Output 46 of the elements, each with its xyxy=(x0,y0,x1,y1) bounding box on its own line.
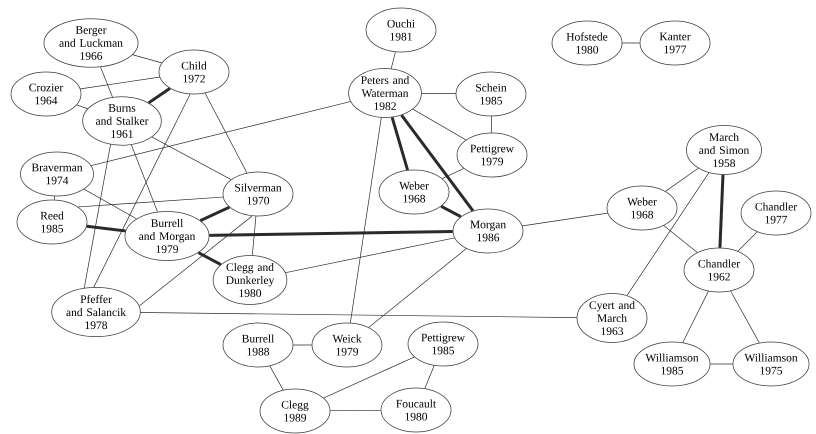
connector-line xyxy=(132,54,162,64)
connector-line xyxy=(76,104,88,110)
connector-line xyxy=(131,144,158,212)
connector-line xyxy=(84,188,137,220)
connector-line xyxy=(84,144,111,288)
connector-line xyxy=(285,238,455,274)
connector-line xyxy=(198,251,222,266)
connector-line xyxy=(139,216,252,306)
connector-line xyxy=(80,76,160,90)
connector-line xyxy=(330,410,381,412)
connector-line xyxy=(293,344,312,346)
connector-line xyxy=(200,206,230,222)
connector-line xyxy=(491,116,492,133)
connector-line xyxy=(252,216,256,256)
connector-line xyxy=(522,212,608,226)
connector-line xyxy=(350,117,382,324)
connector-line xyxy=(269,366,284,390)
connector-line xyxy=(412,108,466,140)
connector-line xyxy=(390,117,409,170)
connector-line xyxy=(152,136,232,180)
connector-line xyxy=(730,290,760,344)
connector-line xyxy=(682,290,709,343)
connector-line xyxy=(622,42,640,44)
connector-line xyxy=(440,205,462,218)
connector-line xyxy=(209,230,453,237)
connector-line xyxy=(204,92,248,174)
connector-line xyxy=(78,196,224,208)
connector-line xyxy=(148,87,171,104)
connector-line xyxy=(90,101,351,166)
connector-line xyxy=(93,94,190,288)
connector-line xyxy=(665,168,699,192)
connector-line xyxy=(368,248,467,328)
connector-line xyxy=(390,52,396,69)
connector-line xyxy=(323,356,415,398)
connector-line xyxy=(54,196,56,200)
connector-line xyxy=(738,232,758,252)
connector-line xyxy=(626,172,710,296)
connector-line xyxy=(86,224,126,232)
connector-line xyxy=(140,312,577,318)
connector-line xyxy=(421,93,456,94)
connector-line xyxy=(400,114,474,212)
connector-line xyxy=(442,168,464,179)
connector-line xyxy=(718,174,724,248)
connector-line xyxy=(664,225,698,253)
connector-line xyxy=(424,365,434,389)
connector-line xyxy=(100,66,113,98)
